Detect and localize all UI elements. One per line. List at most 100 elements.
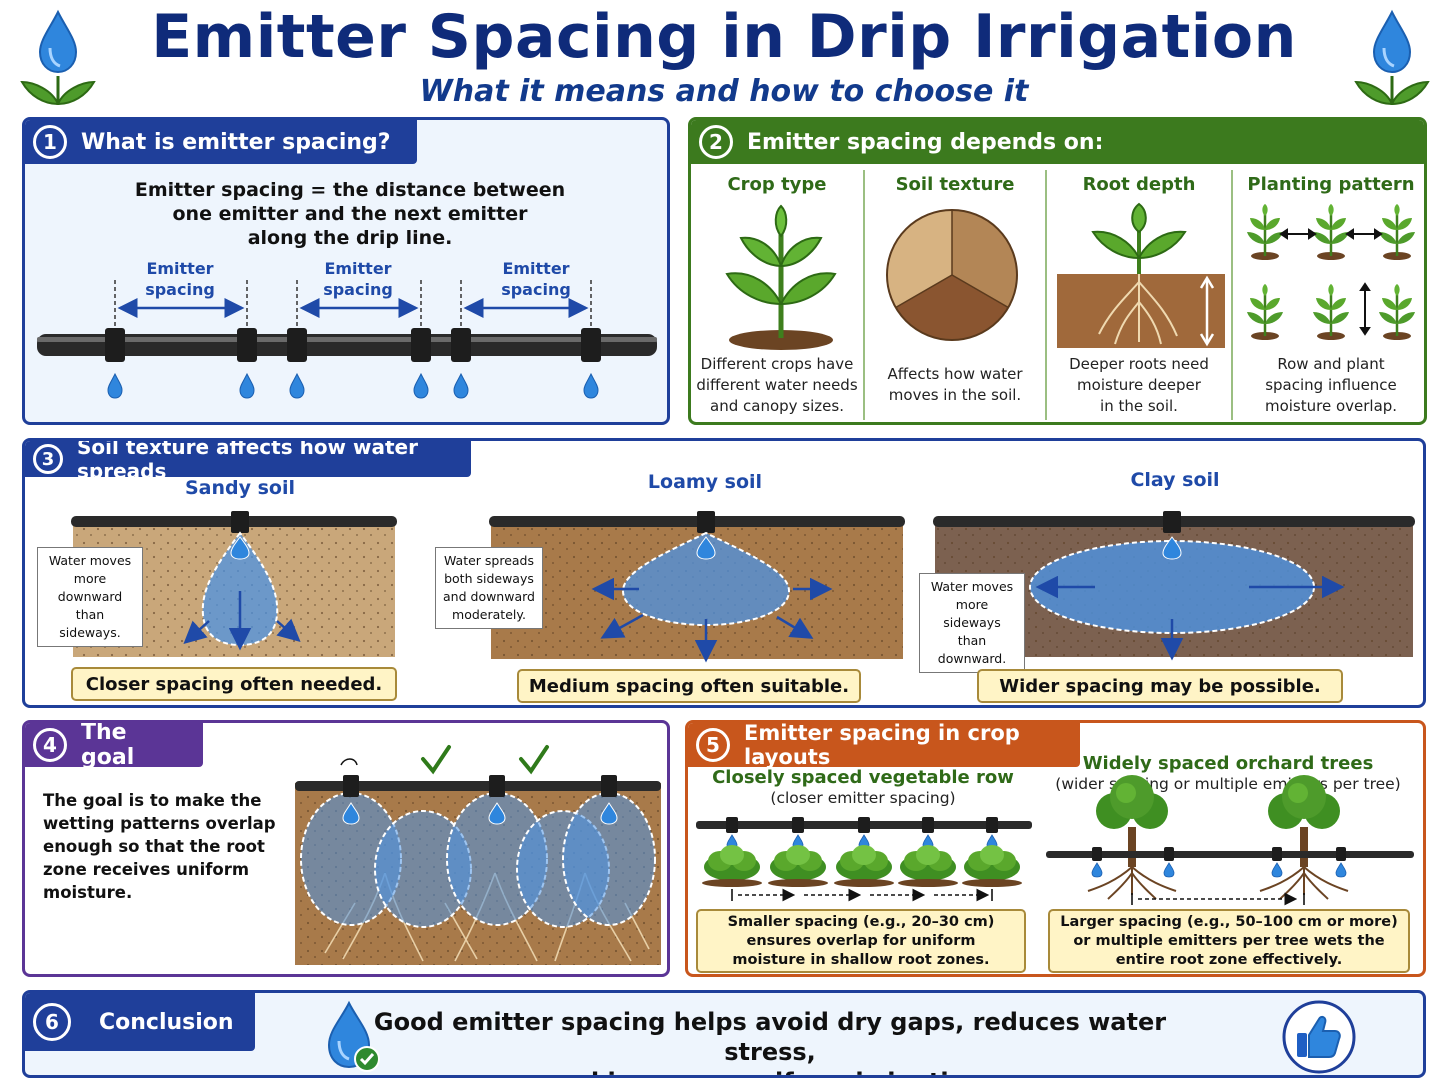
section-number: 6 <box>33 1003 71 1041</box>
box-line: ensures overlap for uniform <box>746 932 976 949</box>
drip-line-diagram <box>37 280 657 399</box>
section-header: 3 Soil texture affects how water spreads <box>25 441 471 483</box>
section-title: Emitter spacing in crop layouts <box>744 721 1020 769</box>
planting-pattern-icon <box>1245 202 1417 342</box>
factor-description: Row and plant spacing influence moisture… <box>1233 354 1424 417</box>
note-line: both sideways <box>444 571 534 586</box>
thumbs-up-icon <box>1282 1000 1356 1074</box>
section-title: The goal <box>81 720 135 770</box>
spacing-label-line: Emitter <box>502 259 570 278</box>
check-icon <box>421 745 451 775</box>
conclusion-text: Good emitter spacing helps avoid dry gap… <box>345 1007 1195 1075</box>
spacing-label-line: Emitter <box>324 259 392 278</box>
note-line: Water moves <box>48 553 132 568</box>
section-crop-layouts: 5 Emitter spacing in crop layouts Closel… <box>685 720 1426 977</box>
crop-layout-diagram <box>696 723 1414 906</box>
result-box-loamy: Medium spacing often suitable. <box>517 669 861 703</box>
box-line: or multiple emitters per tree wets the <box>1073 932 1385 949</box>
seedling-icon <box>725 204 837 350</box>
spacing-label-line: spacing <box>323 280 393 299</box>
layout-vegetable-title: Closely spaced vegetable row <box>712 767 1014 788</box>
section-header: 2 Emitter spacing depends on: <box>691 120 1424 164</box>
section-title: Emitter spacing depends on: <box>747 129 1104 155</box>
water-drop-leaves-icon <box>1354 9 1430 106</box>
water-drop-leaves-icon <box>20 9 96 106</box>
definition-line: along the drip line. <box>247 227 453 249</box>
description-line: Row and plant <box>1277 355 1385 373</box>
note-line: moderately. <box>452 607 526 622</box>
check-icon <box>519 745 549 775</box>
box-line: Larger spacing (e.g., 50–100 cm or more) <box>1060 913 1398 930</box>
description-line: Deeper roots need <box>1069 355 1209 373</box>
box-line: Smaller spacing (e.g., 20–30 cm) <box>727 913 995 930</box>
note-line: more downward <box>57 571 123 604</box>
factor-planting-pattern: Planting pattern <box>1247 174 1415 195</box>
layout-orchard-box: Larger spacing (e.g., 50–100 cm or more)… <box>1048 909 1410 973</box>
description-line: moves in the soil. <box>888 386 1022 404</box>
conclusion-line: and improves uniform irrigation. <box>345 1067 1195 1075</box>
section-header: 5 Emitter spacing in crop layouts <box>688 721 1080 769</box>
divider <box>1045 170 1047 420</box>
section-title: What is emitter spacing? <box>81 129 391 155</box>
spacing-label: Emitter spacing <box>481 258 591 300</box>
definition-text: Emitter spacing = the distance between o… <box>85 178 615 250</box>
soil-note-clay: Water moves more sideways than downward. <box>919 573 1025 673</box>
factor-description: Different crops have different water nee… <box>691 354 863 417</box>
section-title: Soil texture affects how water spreads <box>77 438 418 483</box>
layout-vegetable-box: Smaller spacing (e.g., 20–30 cm) ensures… <box>696 909 1026 973</box>
result-box-clay: Wider spacing may be possible. <box>977 669 1343 703</box>
spacing-label-line: spacing <box>145 280 215 299</box>
goal-text: The goal is to make the wetting patterns… <box>43 791 276 902</box>
section-number: 3 <box>33 444 63 474</box>
note-line: than sideways. <box>59 607 121 640</box>
layout-orchard-title: Widely spaced orchard trees <box>1082 753 1374 774</box>
factor-description: Deeper roots need moisture deeper in the… <box>1047 354 1231 417</box>
conclusion-line: Good emitter spacing helps avoid dry gap… <box>373 1008 1167 1066</box>
spacing-label-line: Emitter <box>146 259 214 278</box>
section-title: Conclusion <box>99 1009 234 1035</box>
factor-description: Affects how water moves in the soil. <box>865 364 1045 406</box>
spacing-label: Emitter spacing <box>125 258 235 300</box>
description-line: Affects how water <box>887 365 1023 383</box>
soil-note-loamy: Water spreads both sideways and downward… <box>435 547 543 629</box>
section-number: 4 <box>33 728 67 762</box>
definition-line: Emitter spacing = the distance between <box>134 179 566 201</box>
section-header: 1 What is emitter spacing? <box>25 120 417 164</box>
page-title: Emitter Spacing in Drip Irrigation <box>151 2 1297 72</box>
soil-texture-pie-icon <box>886 209 1018 341</box>
layout-vegetable-sub: (closer emitter spacing) <box>770 789 956 807</box>
root-depth-icon <box>1057 202 1225 348</box>
page-subtitle: What it means and how to choose it <box>419 74 1029 109</box>
description-line: moisture overlap. <box>1264 397 1398 415</box>
section-number: 5 <box>696 728 730 762</box>
section-number: 2 <box>699 125 733 159</box>
definition-line: one emitter and the next emitter <box>172 203 528 225</box>
result-box-sandy: Closer spacing often needed. <box>71 667 397 701</box>
box-line: entire root zone effectively. <box>1115 951 1343 968</box>
factor-soil-texture: Soil texture <box>895 174 1015 195</box>
soil-name-loamy: Loamy soil <box>647 471 763 493</box>
divider <box>1231 170 1233 420</box>
note-line: Water moves <box>930 579 1014 594</box>
box-line: moisture in shallow root zones. <box>732 951 990 968</box>
description-line: different water needs <box>696 376 858 394</box>
water-drop-check-icon <box>327 1000 380 1072</box>
spacing-label: Emitter spacing <box>303 258 413 300</box>
note-line: Water spreads <box>443 553 535 568</box>
soil-name-sandy: Sandy soil <box>184 477 296 499</box>
description-line: Different crops have <box>700 355 854 373</box>
section-header: 6 Conclusion <box>25 993 255 1051</box>
section-what-is-spacing: 1 What is emitter spacing? Emitter spaci… <box>22 117 670 425</box>
description-line: spacing influence <box>1265 376 1397 394</box>
soil-note-sandy: Water moves more downward than sideways. <box>37 547 143 647</box>
note-line: and downward <box>443 589 535 604</box>
section-goal: 4 The goal The goal is to make the wetti… <box>22 720 670 977</box>
spacing-label-line: spacing <box>501 280 571 299</box>
divider <box>863 170 865 420</box>
overlap-diagram <box>295 745 661 965</box>
section-soil-texture: 3 Soil texture affects how water spreads… <box>22 438 1426 708</box>
section-depends-on: 2 Emitter spacing depends on: Crop type … <box>688 117 1427 425</box>
factor-crop-type: Crop type <box>727 174 827 195</box>
description-line: in the soil. <box>1100 397 1178 415</box>
section-header: 4 The goal <box>25 720 203 770</box>
